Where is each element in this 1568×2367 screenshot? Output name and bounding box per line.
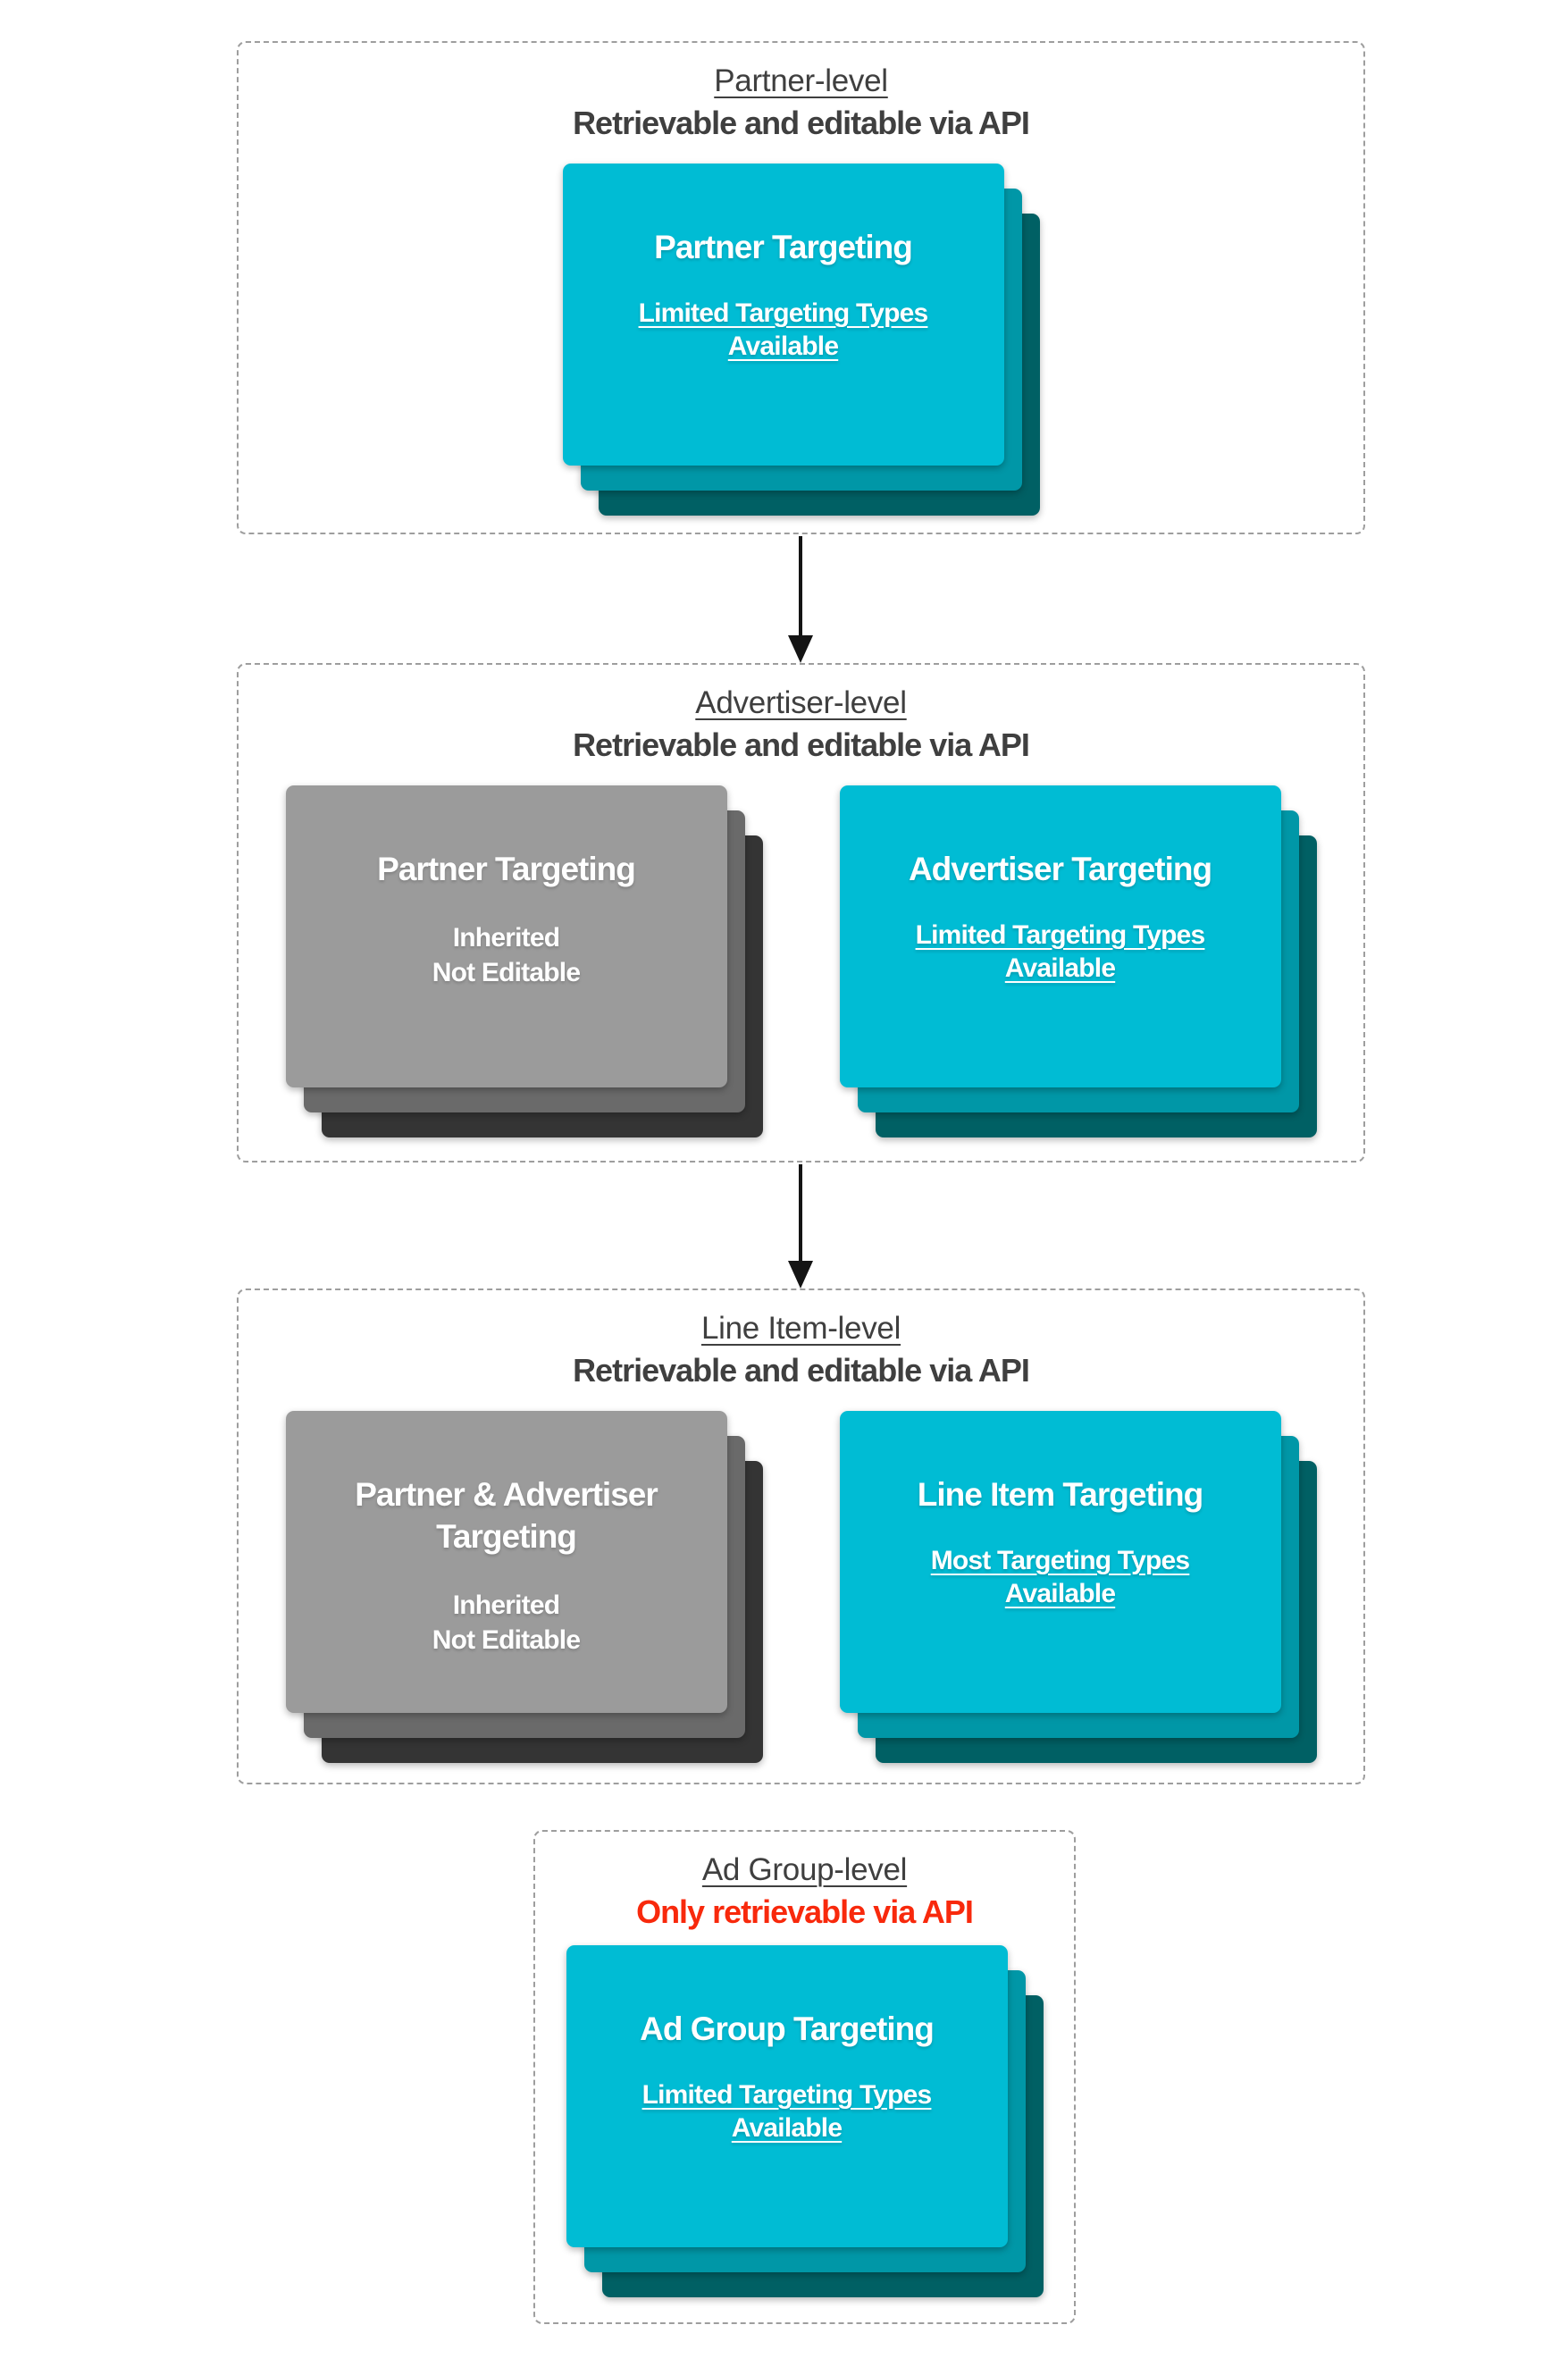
card-partner-targeting: Partner Targeting Limited Targeting Type… bbox=[562, 164, 1040, 516]
card-title: Partner Targeting bbox=[654, 229, 913, 265]
section-subtitle: Retrievable and editable via API bbox=[573, 105, 1030, 141]
card-ad-group-targeting: Ad Group Targeting Limited Targeting Typ… bbox=[566, 1945, 1044, 2297]
card-title: Partner Targeting bbox=[377, 851, 636, 887]
section-ad-group-level: Ad Group-level Only retrievable via API … bbox=[533, 1830, 1076, 2324]
card-body-line: Inherited bbox=[452, 1591, 560, 1620]
card-partner-advertiser-targeting-inherited: Partner & Advertiser Targeting Inherited… bbox=[285, 1411, 763, 1763]
card-body-line: Not Editable bbox=[432, 958, 581, 987]
card-title: Advertiser Targeting bbox=[908, 851, 1212, 887]
cards-row: Ad Group Targeting Limited Targeting Typ… bbox=[566, 1945, 1044, 2297]
card-body: Inherited Not Editable bbox=[432, 1588, 581, 1658]
card-title: Ad Group Targeting bbox=[640, 2010, 935, 2047]
card-face: Line Item Targeting Most Targeting Types… bbox=[839, 1411, 1281, 1713]
card-note: Limited Targeting Types Available bbox=[638, 298, 929, 361]
section-line-item-level: Line Item-level Retrievable and editable… bbox=[237, 1288, 1365, 1784]
section-title: Line Item-level bbox=[700, 1311, 901, 1346]
cards-row: Partner Targeting Limited Targeting Type… bbox=[562, 164, 1040, 516]
section-subtitle: Retrievable and editable via API bbox=[573, 1352, 1030, 1389]
card-face: Partner & Advertiser Targeting Inherited… bbox=[285, 1411, 727, 1713]
card-body: Inherited Not Editable bbox=[432, 920, 581, 990]
section-advertiser-level: Advertiser-level Retrievable and editabl… bbox=[237, 663, 1365, 1163]
card-title: Line Item Targeting bbox=[917, 1476, 1204, 1513]
card-face: Partner Targeting Limited Targeting Type… bbox=[562, 164, 1004, 466]
section-title: Partner-level bbox=[714, 63, 888, 98]
card-advertiser-targeting: Advertiser Targeting Limited Targeting T… bbox=[839, 785, 1317, 1137]
section-subtitle: Retrievable and editable via API bbox=[573, 726, 1030, 763]
card-face: Advertiser Targeting Limited Targeting T… bbox=[839, 785, 1281, 1087]
section-title: Ad Group-level bbox=[701, 1852, 908, 1887]
card-body-line: Inherited bbox=[452, 923, 560, 953]
card-note: Limited Targeting Types Available bbox=[641, 2080, 933, 2143]
card-note: Most Targeting Types Available bbox=[930, 1546, 1190, 1608]
section-subtitle-restricted: Only retrievable via API bbox=[636, 1893, 974, 1930]
arrow-line bbox=[799, 1164, 802, 1261]
card-face: Ad Group Targeting Limited Targeting Typ… bbox=[566, 1945, 1008, 2247]
arrow-head-icon bbox=[788, 1261, 813, 1288]
card-note: Limited Targeting Types Available bbox=[915, 920, 1206, 983]
down-arrow-partner-to-advertiser bbox=[787, 536, 814, 663]
cards-row: Partner & Advertiser Targeting Inherited… bbox=[285, 1411, 1317, 1763]
cards-row: Partner Targeting Inherited Not Editable… bbox=[285, 785, 1317, 1137]
down-arrow-advertiser-to-lineitem bbox=[787, 1164, 814, 1288]
card-line-item-targeting: Line Item Targeting Most Targeting Types… bbox=[839, 1411, 1317, 1763]
arrow-head-icon bbox=[788, 635, 813, 663]
card-face: Partner Targeting Inherited Not Editable bbox=[285, 785, 727, 1087]
section-title: Advertiser-level bbox=[695, 685, 907, 720]
card-partner-targeting-inherited: Partner Targeting Inherited Not Editable bbox=[285, 785, 763, 1137]
arrow-line bbox=[799, 536, 802, 635]
card-title: Partner & Advertiser Targeting bbox=[355, 1476, 658, 1555]
card-body-line: Not Editable bbox=[432, 1625, 581, 1655]
section-partner-level: Partner-level Retrievable and editable v… bbox=[237, 41, 1365, 534]
